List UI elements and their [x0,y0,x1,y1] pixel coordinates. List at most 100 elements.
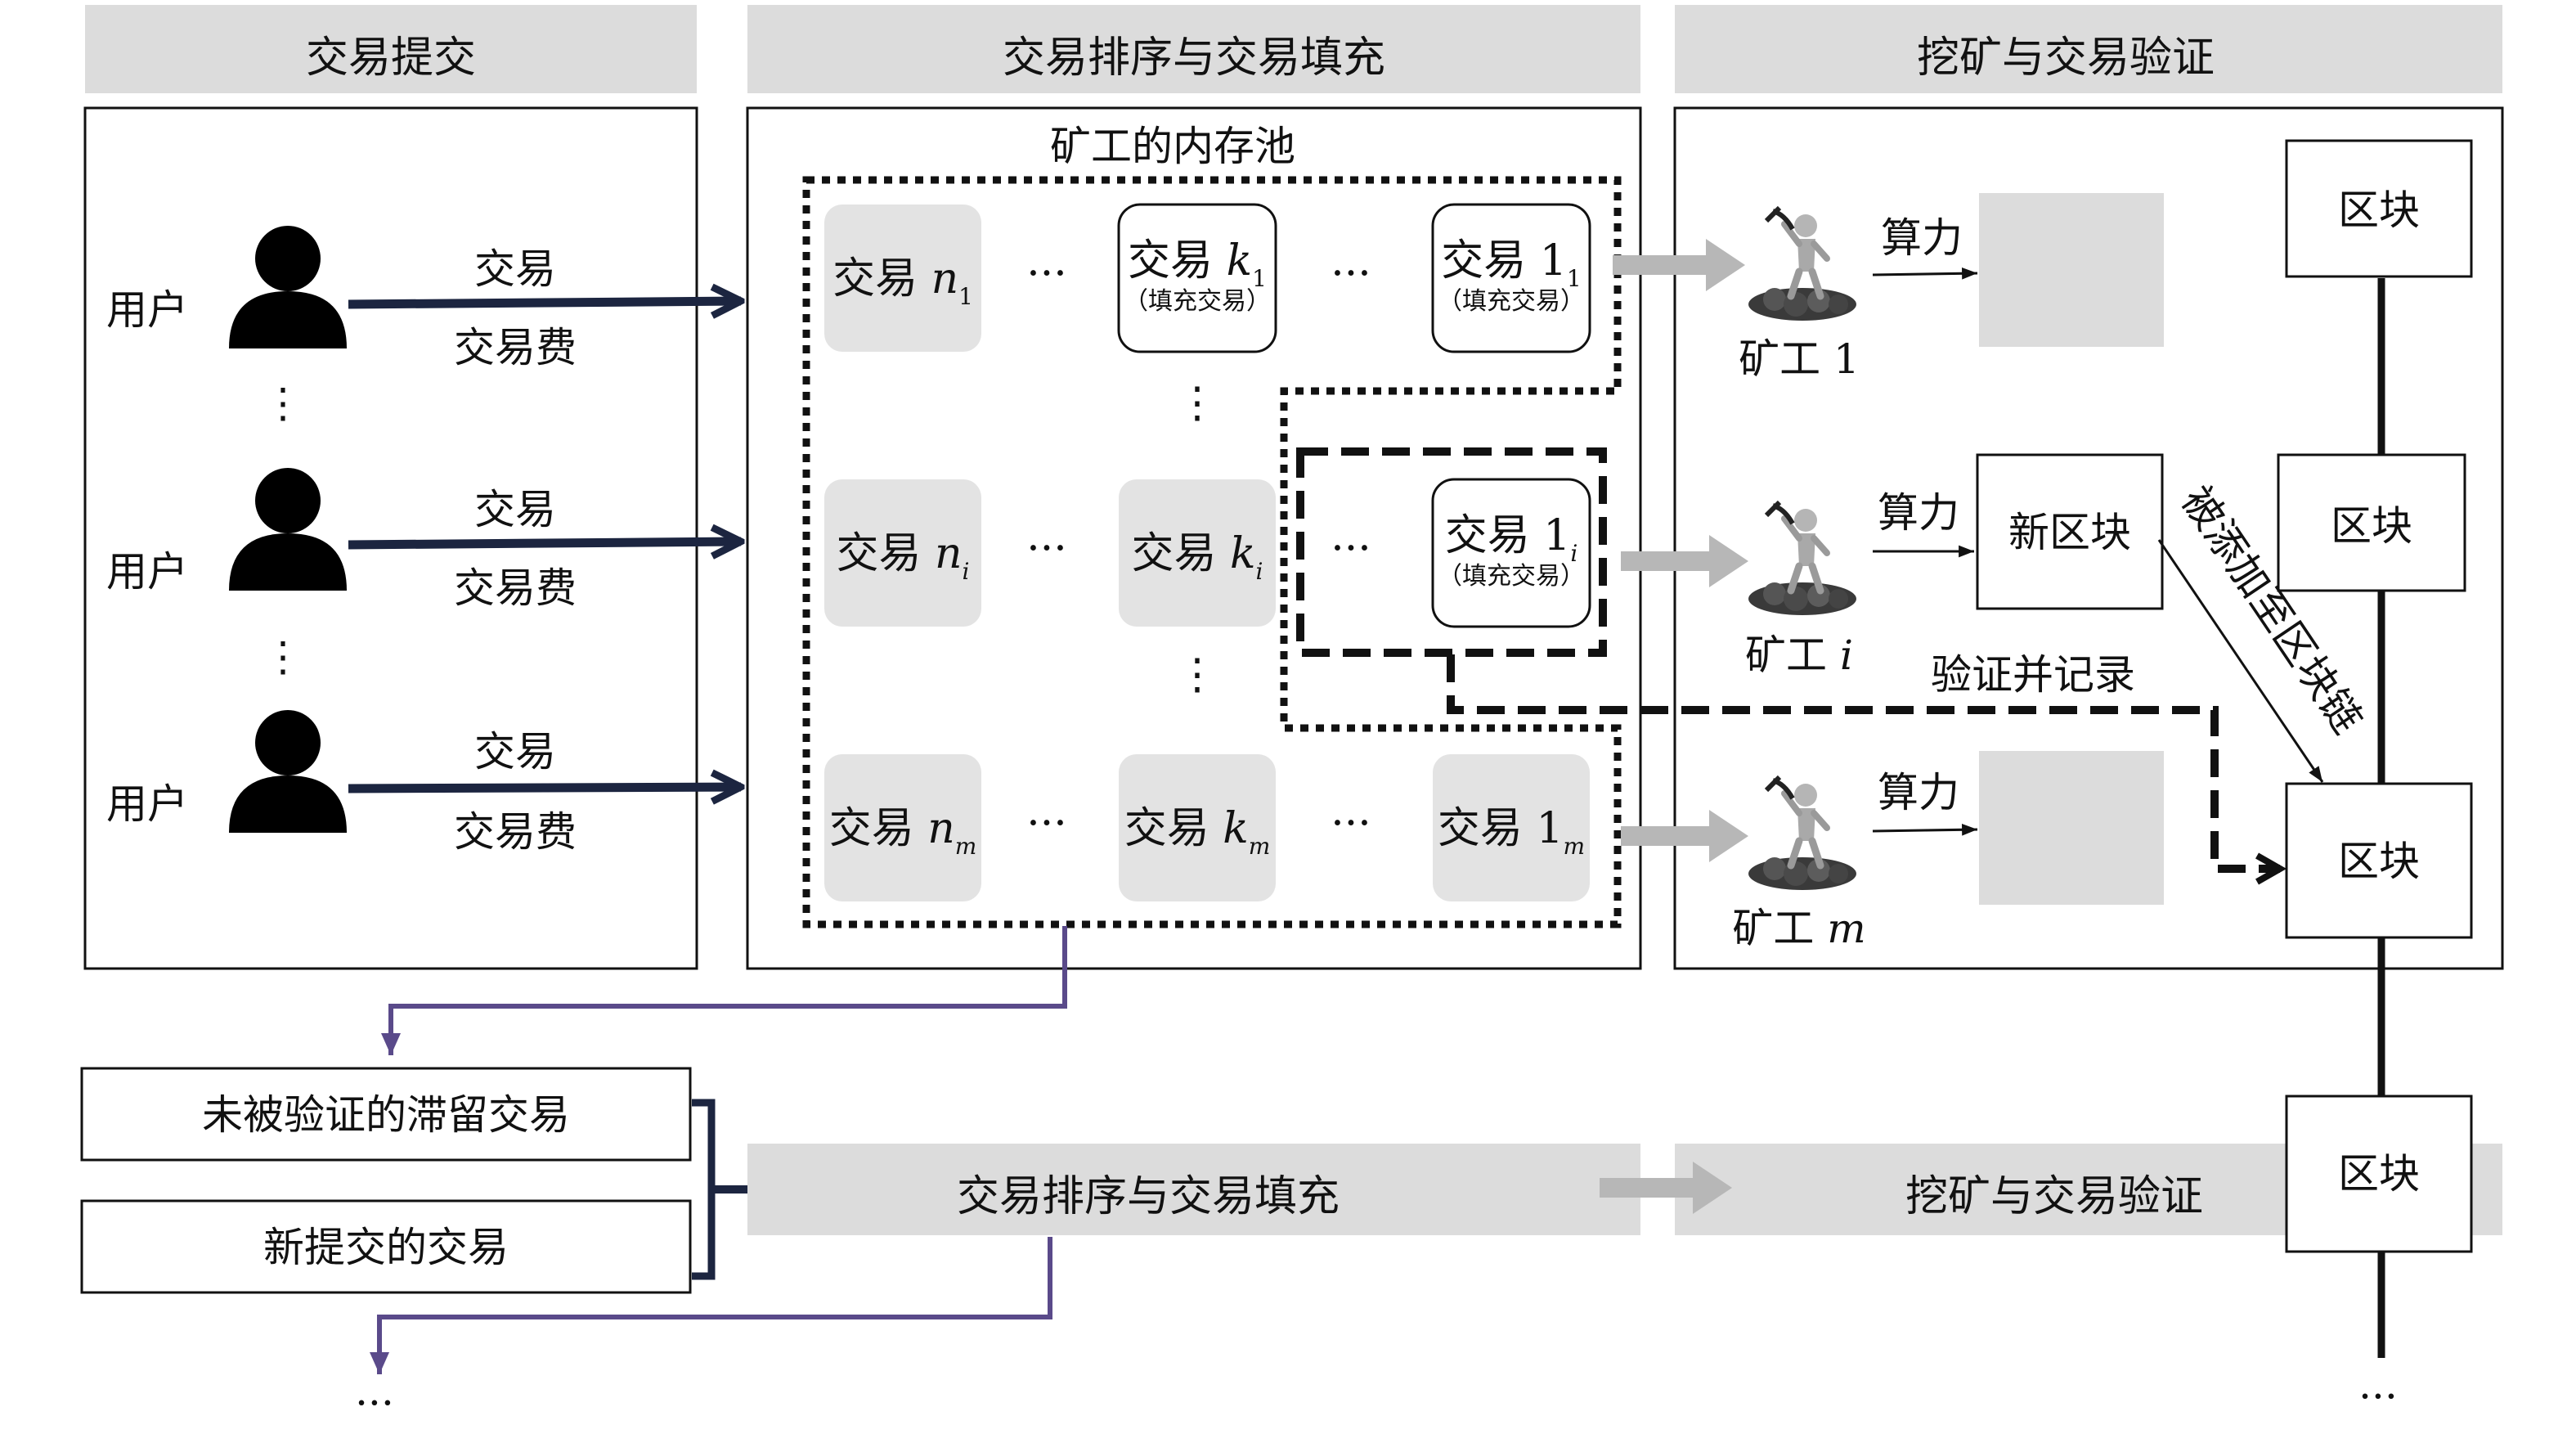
next-stranded-flow-line [370,1237,1052,1374]
user-label: 用户 [106,780,188,828]
tx-1-card [1433,754,1590,901]
new-tx-box [80,1199,692,1294]
mempool-title: 矿工的内存池 [1050,123,1295,170]
user-fee-label: 交易费 [454,564,577,612]
user-fee-label: 交易费 [454,324,577,371]
gray-arrow-row-1 [1613,239,1745,291]
block-label: 区块 [2338,838,2420,885]
users-vdots: ⋮ [263,380,303,427]
miner-label: 矿工 i [1745,632,1853,679]
tx-n-label: 交易 n1 [832,254,973,310]
tx-k-label: 交易 k1 [1128,236,1267,292]
users-vdots: ⋮ [263,633,303,681]
tx-1-label: 交易 1i [1445,511,1578,567]
header-order: 交易排序与交易填充 [1003,34,1385,83]
user-icon [229,226,347,348]
hashrate-label: 算力 [1878,769,1959,816]
tx-1-filler-sub: （填充交易） [1438,562,1585,591]
row-hdots: ··· [1026,799,1067,848]
mempool-row-m: 交易 nm ··· 交易 km ··· 交易 1m [824,754,1590,901]
row-hdots: ··· [1331,249,1371,299]
next-order-label: 交易排序与交易填充 [957,1172,1340,1221]
user-tx-label: 交易 [474,245,556,293]
verify-record-path [1447,654,2287,885]
new-block [1976,453,2164,610]
block-label: 区块 [2338,187,2420,234]
gray-arrow-row-i [1621,535,1748,587]
block-4-front [2285,1095,2473,1253]
user-label: 用户 [106,286,188,334]
user-tx-arrow [348,301,741,304]
tx-n-card [824,754,981,901]
row-hdots: ··· [1331,524,1371,573]
row-hdots: ··· [1026,249,1067,299]
tx-1-label: 交易 11 [1441,236,1581,292]
mempool-row-i: 交易 ni ··· 交易 ki ··· 交易 1i （填充交易） [824,478,1591,628]
blockchain-ellipsis: ··· [2358,1373,2398,1420]
mempool-vdots: ⋮ [1176,379,1218,428]
block-3 [2285,782,2473,939]
block-label: 区块 [2338,1150,2420,1198]
user-label: 用户 [106,548,188,596]
verify-record-label: 验证并记录 [1931,651,2135,699]
miner-icon [1748,208,1856,321]
tx-k-card [1119,479,1276,627]
header-mine: 挖矿与交易验证 [1917,34,2215,83]
miner-m: 矿工 m 算力 [1732,751,2164,952]
tx-n-card [824,205,981,352]
user-row-1: 用户 交易 交易费 [106,226,741,371]
header-order-bg [747,5,1640,93]
block-2 [2277,453,2466,592]
tx-k-label: 交易 km [1124,804,1271,860]
hashrate-arrow [1872,823,1978,836]
pending-block-slot [1979,751,2164,905]
user-icon [229,468,347,591]
miner-i: 矿工 i 算力 新区块 [1745,453,2164,679]
stranded-flow-line [381,926,1067,1055]
new-tx-label: 新提交的交易 [263,1224,509,1271]
header-mine-bg [1675,5,2502,93]
header-submit: 交易提交 [306,34,476,83]
user-fee-label: 交易费 [454,808,577,856]
miner-icon [1748,777,1856,890]
user-tx-label: 交易 [474,486,556,533]
mempool-vdots: ⋮ [1176,650,1218,699]
user-tx-arrow [348,787,741,789]
hashrate-arrow [1872,267,1978,280]
tx-n-label: 交易 ni [836,529,969,585]
miner-label: 矿工 m [1732,905,1865,952]
new-block-label: 新区块 [2008,509,2131,556]
user-tx-label: 交易 [474,728,556,775]
tx-n-label: 交易 nm [829,804,977,860]
next-mine-label: 挖矿与交易验证 [1905,1172,2203,1221]
tx-k-filler-sub: （填充交易） [1124,287,1271,316]
block-1 [2285,139,2473,278]
tx-1-label: 交易 1m [1438,804,1585,860]
stranded-tx-label: 未被验证的滞留交易 [202,1091,570,1139]
tx-1-filler-sub: （填充交易） [1438,287,1585,316]
user-row-3: 用户 交易 交易费 [106,710,741,856]
miner-icon [1748,502,1856,615]
next-round-ellipsis: ··· [355,1379,394,1427]
filler-window [1296,447,1607,657]
user-tx-arrow [348,542,741,545]
hashrate-label: 算力 [1878,489,1959,537]
panel-mine [1673,106,2504,970]
tx-k-label: 交易 ki [1131,529,1263,585]
tx-n-card [824,479,981,627]
user-row-2: 用户 交易 交易费 [106,468,741,612]
miner-1: 矿工 1 算力 [1739,193,2164,383]
tx-k-card [1119,754,1276,901]
mempool-row-1: 交易 n1 ··· 交易 k1 （填充交易） ··· 交易 11 （填充交易） [824,203,1591,353]
miner-label: 矿工 1 [1739,335,1860,383]
user-icon [229,710,347,833]
merge-bracket [692,1099,716,1280]
added-to-chain-arrow [2157,539,2324,783]
next-gray-arrow [1600,1162,1732,1214]
next-order-bg [747,1144,1640,1235]
block-label: 区块 [2331,502,2412,550]
panel-order [746,106,1642,970]
gray-arrow-row-m [1621,810,1748,862]
header-submit-bg [85,5,697,93]
